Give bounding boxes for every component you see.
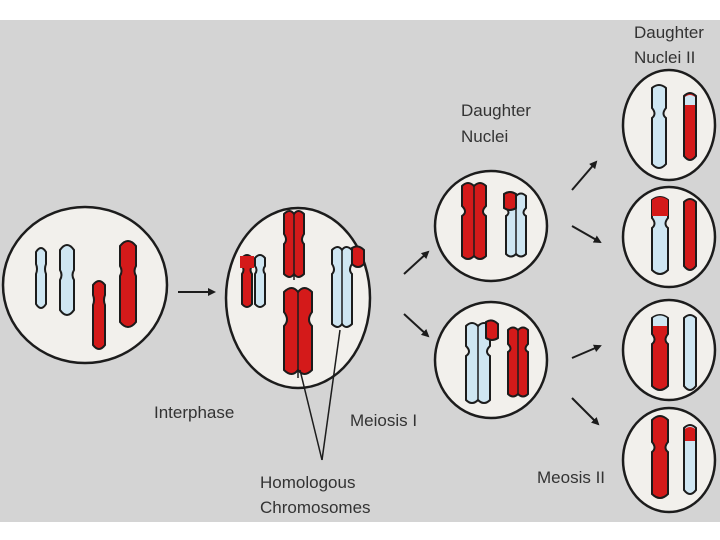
daughter-nucleus-top bbox=[433, 169, 549, 283]
label-daughter-nuclei-2-line1: Daughter bbox=[634, 23, 704, 42]
arrow-to-daughter-top bbox=[403, 250, 430, 275]
daughter-nucleus-bottom bbox=[433, 300, 549, 420]
arrow-to-nucleus-2d bbox=[571, 397, 600, 426]
homolog-red-x-top bbox=[283, 210, 305, 280]
arrow-to-nucleus-2b bbox=[571, 225, 602, 243]
chromosome-blue-2 bbox=[59, 244, 75, 316]
label-daughter-nuclei-line1: Daughter bbox=[461, 101, 531, 120]
meiosis-1-cell bbox=[224, 206, 372, 390]
label-daughter-nuclei-2-line2: Nuclei II bbox=[634, 48, 696, 67]
interphase-cell bbox=[1, 205, 169, 365]
arrow-to-daughter-bottom bbox=[403, 313, 430, 338]
label-homologous-line2: Chromosomes bbox=[260, 498, 371, 517]
daughter-nucleus-2c bbox=[621, 298, 717, 402]
label-meosis-2: Meosis II bbox=[537, 468, 606, 487]
chromosome-red-2 bbox=[119, 240, 137, 328]
chromosome-red-1 bbox=[92, 280, 106, 350]
homolog-red-x-bottom bbox=[283, 287, 313, 378]
daughter-nucleus-2d bbox=[621, 406, 717, 514]
arrow-to-nucleus-2c bbox=[571, 344, 602, 359]
daughter-nucleus-2b bbox=[621, 185, 717, 289]
label-interphase: Interphase bbox=[154, 403, 235, 422]
homologous-pointer bbox=[299, 329, 341, 461]
homolog-blue-x-right bbox=[331, 245, 365, 328]
daughter-nucleus-2a bbox=[621, 68, 717, 182]
label-meiosis-1: Meiosis I bbox=[350, 411, 418, 430]
arrow-to-nucleus-2a bbox=[571, 160, 598, 191]
arrows-to-nuclei-2 bbox=[571, 160, 602, 426]
homolog-small-pair bbox=[240, 254, 266, 308]
label-daughter-nuclei-line2: Nuclei bbox=[461, 127, 509, 146]
chromosome-blue-1 bbox=[35, 247, 47, 309]
label-homologous-line1: Homologous bbox=[260, 473, 356, 492]
